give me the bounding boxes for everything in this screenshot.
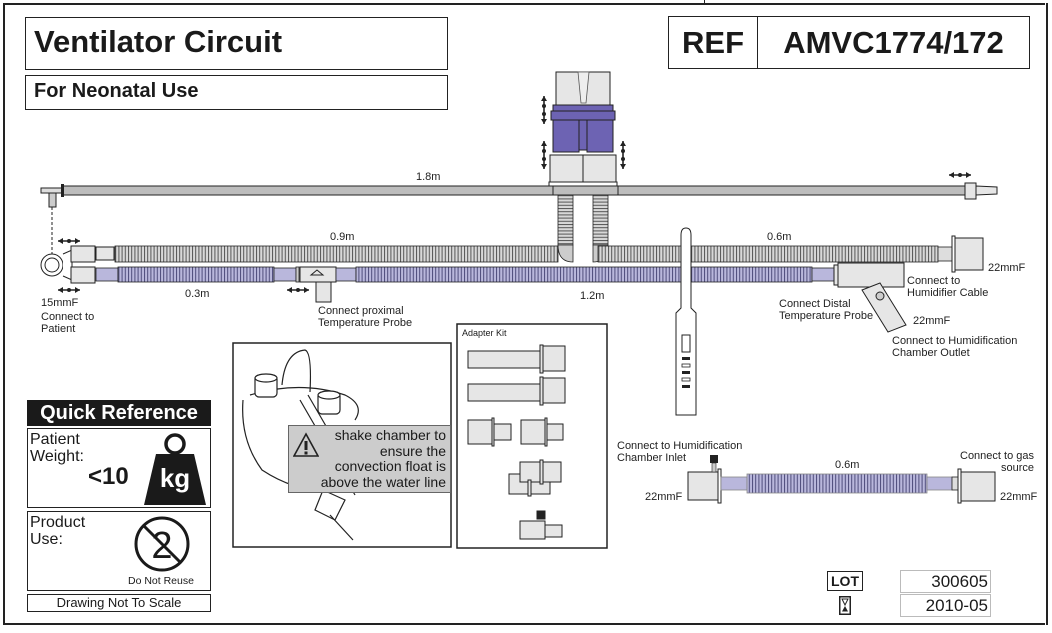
adjust-arrow-icon [57, 286, 81, 294]
length-label-0-3m: 0.3m [185, 288, 210, 300]
do-not-reuse-icon: 2 [134, 516, 190, 572]
adjust-arrow-icon [948, 171, 972, 179]
inlet-right-size-label: 22mmF [1000, 491, 1038, 503]
ref-box: REF AMVC1774/172 [668, 16, 1030, 69]
product-subtitle: For Neonatal Use [25, 75, 448, 110]
patient-weight-panel: Patient Weight: <10 kg [27, 428, 211, 508]
length-label-0-6m: 0.6m [767, 231, 792, 243]
ref-label: REF [669, 17, 758, 68]
weight-unit: kg [159, 463, 191, 493]
right-connector-size-label: 22mmF [988, 262, 1026, 274]
connect-chamber-outlet-label: Connect to Humidification Chamber Outlet [892, 335, 1018, 359]
weight-value: <10 [88, 463, 129, 490]
length-label-0-9m: 0.9m [330, 231, 355, 243]
outlet-size-label: 22mmF [913, 315, 951, 327]
connect-distal-label: Connect Distal Temperature Probe [779, 298, 874, 322]
product-title: Ventilator Circuit [25, 17, 448, 70]
humidifier-chamber-icon [242, 349, 364, 541]
inlet-length-label: 0.6m [835, 459, 860, 471]
label-frame [3, 3, 1045, 625]
adjust-arrow-icon [286, 286, 310, 294]
connect-proximal-label: Connect proximal Temperature Probe [318, 305, 413, 329]
frame-top-tick [704, 0, 705, 4]
length-label-1-2m: 1.2m [580, 290, 605, 302]
length-label-1-8m: 1.8m [416, 171, 441, 183]
weight-icon [144, 433, 206, 505]
adjust-arrow-icon [540, 95, 548, 125]
product-use-panel: Product Use: 2 Do Not Reuse [27, 511, 211, 591]
connect-patient-label: Connect to Patient [41, 311, 95, 335]
quick-reference-title: Quick Reference [27, 400, 211, 426]
pressure-line-1-8m [40, 171, 998, 258]
frame-right-edge [1046, 3, 1048, 625]
probe-clip [675, 227, 697, 416]
patient-connector [40, 237, 96, 294]
adjust-arrow-icon [57, 237, 81, 245]
ref-code: AMVC1774/172 [783, 24, 1004, 60]
warning-triangle-icon [293, 432, 319, 457]
inspiratory-limb [95, 262, 907, 333]
patient-size-label: 15mmF [41, 297, 79, 309]
connect-gas-label: Connect to gas source [960, 450, 1034, 474]
do-not-reuse-caption: Do Not Reuse [128, 575, 194, 587]
hourglass-icon [839, 596, 851, 615]
adjust-arrow-icon [619, 140, 627, 170]
lot-number: 300605 [900, 570, 991, 593]
connect-inlet-label: Connect to Humidification Chamber Inlet [617, 440, 743, 464]
adapter-kit-title: Adapter Kit [462, 328, 507, 338]
drawing-not-to-scale: Drawing Not To Scale [27, 594, 211, 612]
lot-label: LOT [827, 571, 863, 591]
adapter-kit-items [467, 344, 566, 540]
wye-connector [540, 71, 627, 263]
inlet-left-size-label: 22mmF [645, 491, 683, 503]
expiry-date: 2010-05 [900, 594, 991, 617]
connect-humidifier-cable-label: Connect to Humidifier Cable [907, 275, 989, 299]
warning-note: shake chamber to ensure the convection f… [288, 425, 451, 493]
inlet-tube [687, 455, 996, 504]
adjust-arrow-icon [540, 140, 548, 170]
